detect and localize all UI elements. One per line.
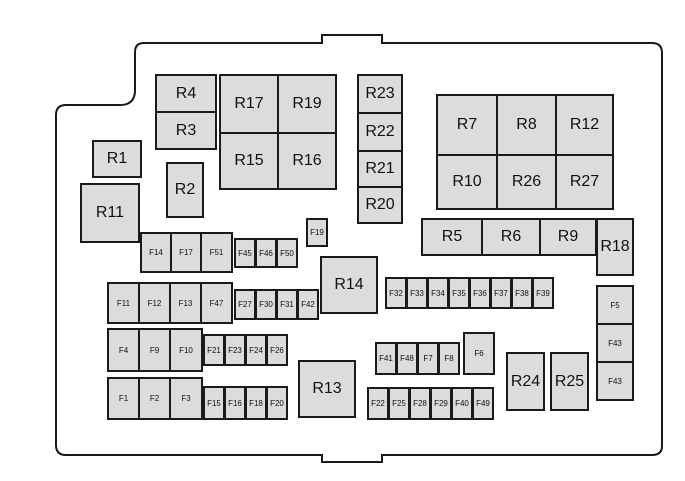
relay-r4: R4	[155, 74, 217, 113]
fuse-f41: F41	[375, 342, 397, 375]
fuse-f4: F4	[107, 328, 140, 372]
fuse-f34: F34	[427, 277, 449, 309]
fuse-f37: F37	[490, 277, 512, 309]
fuse-f49: F49	[472, 387, 494, 420]
fuse-f32: F32	[385, 277, 407, 309]
relay-r3: R3	[155, 111, 217, 150]
fuse-f24: F24	[245, 334, 267, 366]
relay-r24: R24	[506, 352, 545, 411]
fuse-f30: F30	[255, 289, 277, 320]
relay-r27: R27	[555, 154, 614, 210]
fuse-f35: F35	[448, 277, 470, 309]
fuse-f43: F43	[596, 323, 634, 363]
fuse-f20: F20	[266, 386, 288, 420]
relay-r14: R14	[320, 256, 378, 314]
relay-r18: R18	[596, 218, 634, 276]
fuse-f22: F22	[367, 387, 389, 420]
fuse-f6: F6	[463, 332, 495, 375]
fuse-f51: F51	[200, 232, 233, 273]
fuse-f21: F21	[203, 334, 225, 366]
fuse-f28: F28	[409, 387, 431, 420]
fuse-f40: F40	[451, 387, 473, 420]
relay-r23: R23	[357, 74, 403, 114]
relay-r16: R16	[277, 132, 337, 190]
fuse-f48: F48	[396, 342, 418, 375]
fuse-f3: F3	[169, 377, 203, 420]
fuse-f42: F42	[297, 289, 319, 320]
fuse-f27: F27	[234, 289, 256, 320]
fuse-f45: F45	[234, 238, 256, 268]
relay-r21: R21	[357, 150, 403, 188]
relay-r10: R10	[436, 154, 498, 210]
relay-r19: R19	[277, 74, 337, 134]
fuse-f7: F7	[417, 342, 439, 375]
fuse-f50: F50	[276, 238, 298, 268]
fuse-f9: F9	[138, 328, 171, 372]
relay-r11: R11	[80, 183, 140, 243]
fuse-f17: F17	[170, 232, 202, 273]
relay-r22: R22	[357, 112, 403, 152]
relay-r13: R13	[298, 360, 356, 418]
fuse-f8: F8	[438, 342, 460, 375]
fuse-f29: F29	[430, 387, 452, 420]
relay-r9: R9	[539, 218, 597, 256]
fuse-f38: F38	[511, 277, 533, 309]
relay-r25: R25	[550, 352, 589, 411]
relay-r7: R7	[436, 94, 498, 156]
fuse-f1: F1	[107, 377, 140, 420]
fuse-f26: F26	[266, 334, 288, 366]
relay-r1: R1	[92, 140, 142, 178]
fuse-f47: F47	[200, 282, 233, 324]
fuse-f46: F46	[255, 238, 277, 268]
fuse-f11: F11	[107, 282, 140, 324]
relay-r2: R2	[166, 162, 204, 218]
fuse-f2: F2	[138, 377, 171, 420]
relay-r17: R17	[219, 74, 279, 134]
fuse-f5: F5	[596, 285, 634, 325]
fuse-f36: F36	[469, 277, 491, 309]
fuse-f10: F10	[169, 328, 203, 372]
fuse-f16: F16	[224, 386, 246, 420]
relay-r8: R8	[496, 94, 557, 156]
relay-r20: R20	[357, 186, 403, 224]
relay-r15: R15	[219, 132, 279, 190]
relay-r26: R26	[496, 154, 557, 210]
fuse-f18: F18	[245, 386, 267, 420]
relay-r12: R12	[555, 94, 614, 156]
fuse-f33: F33	[406, 277, 428, 309]
fuse-f25: F25	[388, 387, 410, 420]
fuse-f13: F13	[169, 282, 202, 324]
fuse-f12: F12	[138, 282, 171, 324]
relay-r5: R5	[421, 218, 483, 256]
fuse-f19: F19	[306, 218, 328, 247]
fuse-f23: F23	[224, 334, 246, 366]
relay-r6: R6	[481, 218, 541, 256]
fuse-f15: F15	[203, 386, 225, 420]
fuse-f14: F14	[140, 232, 172, 273]
fuse-f39: F39	[532, 277, 554, 309]
fuse-f31: F31	[276, 289, 298, 320]
fuse-f43: F43	[596, 361, 634, 401]
